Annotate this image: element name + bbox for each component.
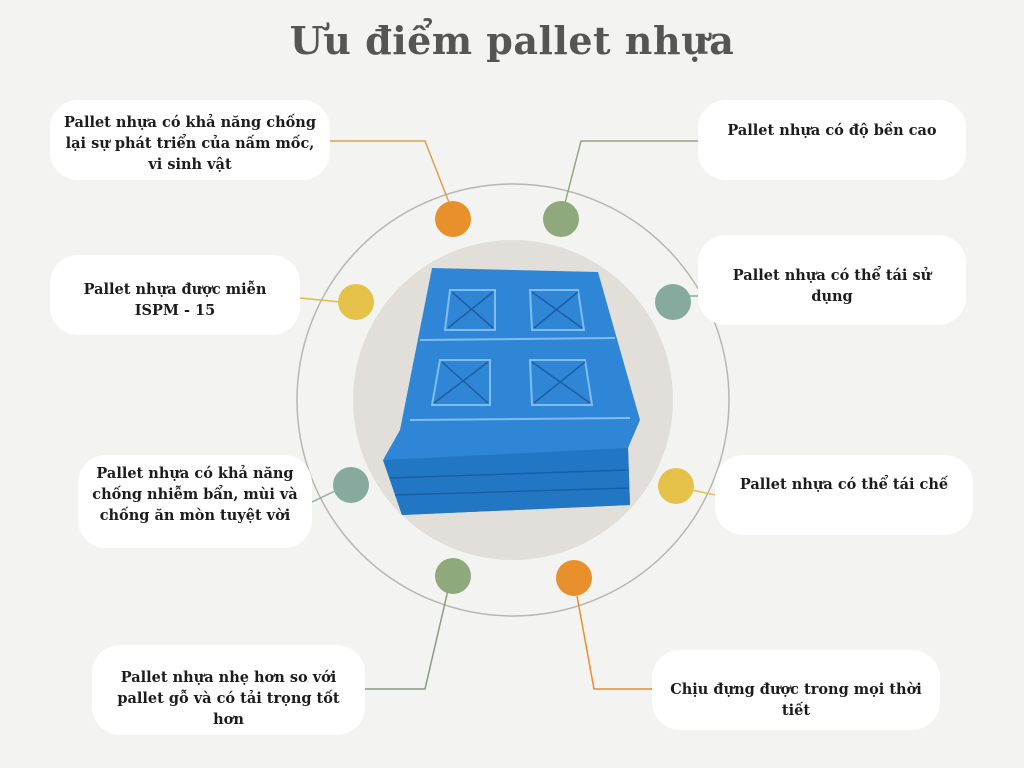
connector-3	[311, 489, 338, 503]
benefit-card: Pallet nhựa có độ bền cao	[698, 100, 966, 180]
dot-yellow	[338, 284, 374, 320]
benefit-text: Pallet nhựa được miễn ISPM - 15	[83, 281, 267, 319]
dot-yellow	[658, 468, 694, 504]
connector-1	[330, 140, 451, 206]
benefit-card: Pallet nhựa nhẹ hơn so với pallet gỗ và …	[92, 645, 365, 735]
connector-2	[299, 297, 341, 303]
benefit-card: Chịu đựng được trong mọi thời tiết	[652, 650, 940, 730]
outer-ring	[296, 183, 730, 617]
dot-orange	[556, 560, 592, 596]
dot-orange	[435, 201, 471, 237]
benefit-card: Pallet nhựa có thể tái sử dụng	[698, 235, 966, 325]
benefit-card: Pallet nhựa được miễn ISPM - 15	[50, 255, 300, 335]
benefit-text: Chịu đựng được trong mọi thời tiết	[670, 681, 922, 719]
benefit-card: Pallet nhựa có khả năng chống nhiễm bẩn,…	[78, 455, 312, 548]
benefit-text: Pallet nhựa nhẹ hơn so với pallet gỗ và …	[117, 669, 340, 728]
page-title: Ưu điểm pallet nhựa	[289, 18, 735, 63]
connector-8	[576, 595, 652, 690]
connector-5	[564, 140, 698, 204]
benefit-card: Pallet nhựa có thể tái chế	[715, 455, 973, 535]
plastic-pallet-image	[383, 268, 640, 515]
connector-7	[691, 489, 716, 496]
connector-4	[365, 589, 449, 690]
benefit-text: Pallet nhựa có khả năng chống nhiễm bẩn,…	[92, 465, 298, 524]
benefit-text: Pallet nhựa có khả năng chống lại sự phá…	[64, 114, 316, 173]
dot-teal	[655, 284, 691, 320]
dot-green	[543, 201, 579, 237]
benefit-text: Pallet nhựa có thể tái sử dụng	[732, 267, 932, 305]
benefit-text: Pallet nhựa có độ bền cao	[727, 122, 937, 139]
benefit-card: Pallet nhựa có khả năng chống lại sự phá…	[50, 100, 330, 180]
benefit-text: Pallet nhựa có thể tái chế	[739, 476, 949, 493]
dot-teal	[333, 467, 369, 503]
dot-green	[435, 558, 471, 594]
